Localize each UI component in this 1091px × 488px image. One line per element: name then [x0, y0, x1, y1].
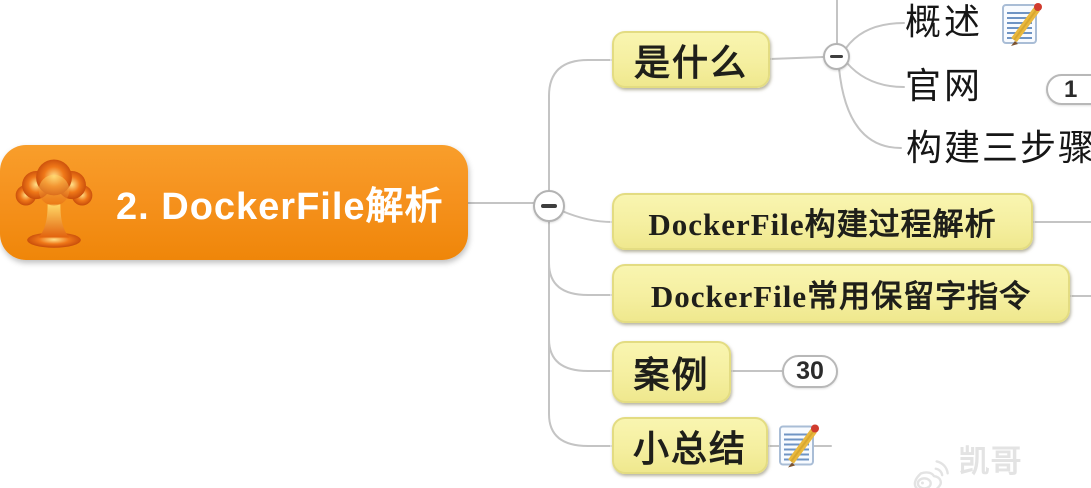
count-badge-website[interactable]: 1 [1046, 74, 1091, 105]
root-topic[interactable]: 2. DockerFile解析 [0, 145, 468, 260]
connector-to-build-steps [838, 67, 902, 149]
branch-topic-reserved-words[interactable]: DockerFile常用保留字指令 [612, 264, 1070, 323]
connector-what-is-to-toggle [769, 56, 824, 60]
connector-to-overview [845, 22, 905, 49]
leaf-topic-overview[interactable]: 概述 [905, 2, 984, 42]
minus-icon [830, 55, 843, 58]
branch-topic-case[interactable]: 案例 [612, 341, 731, 403]
connector-to-build-process [561, 210, 613, 223]
root-topic-label: 2. DockerFile解析 [116, 186, 444, 228]
branch-topic-summary[interactable]: 小总结 [612, 417, 768, 474]
branch-topic-label: 案例 [633, 355, 710, 395]
connector-to-what-is [548, 59, 613, 193]
connector-to-reserved-words [548, 219, 613, 296]
watermark: 凯哥Java [908, 436, 1091, 488]
count-badge-case[interactable]: 30 [782, 355, 838, 388]
connector-to-summary [548, 219, 613, 447]
branch-topic-build-process[interactable]: DockerFile构建过程解析 [612, 193, 1033, 250]
branch-topic-label: 是什么 [633, 42, 748, 83]
collapse-button-what-is[interactable] [823, 43, 850, 70]
branch-topic-label: DockerFile构建过程解析 [648, 207, 997, 242]
leaf-topic-build-steps[interactable]: 构建三步骤 [906, 128, 1091, 168]
weibo-icon [913, 459, 949, 488]
mushroom-cloud-icon [15, 159, 93, 248]
leaf-topic-website[interactable]: 官网 [905, 66, 984, 106]
connector-to-website [846, 62, 905, 88]
branch-topic-label: DockerFile常用保留字指令 [650, 279, 1032, 314]
branch-topic-what-is[interactable]: 是什么 [612, 31, 770, 88]
collapse-button-root[interactable] [533, 190, 565, 222]
branch-topic-label: 小总结 [632, 428, 747, 469]
minus-icon [541, 204, 557, 208]
watermark-label: 凯哥Java [958, 444, 1031, 488]
note-icon[interactable] [1000, 1, 1046, 46]
note-icon[interactable] [778, 422, 822, 468]
